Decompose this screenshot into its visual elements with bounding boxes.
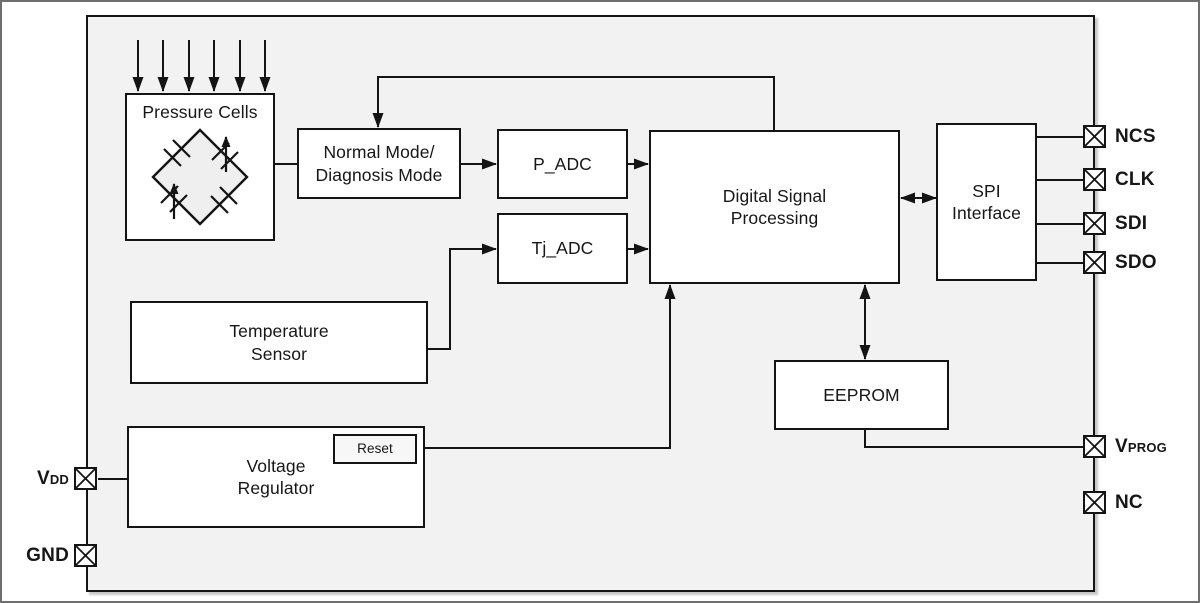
block-temperature-sensor: Temperature Sensor [130, 301, 428, 384]
block-reset-label: Reset [357, 441, 393, 457]
pin-vprog-icon [1083, 435, 1106, 458]
pin-vprog-label: VPROG [1115, 436, 1167, 458]
pin-nc-icon [1083, 491, 1106, 514]
block-pressure-cells: Pressure Cells [125, 93, 275, 241]
pin-sdi-label: SDI [1115, 213, 1148, 234]
block-p-adc: P_ADC [497, 129, 628, 199]
pin-clk-label: CLK [1115, 169, 1155, 190]
pin-vdd-label: VDD [16, 468, 69, 490]
block-tj-adc-label: Tj_ADC [531, 238, 594, 259]
block-temperature-sensor-label: Temperature Sensor [229, 321, 329, 364]
pin-gnd-label: GND [26, 545, 69, 566]
block-reset: Reset [333, 434, 417, 464]
block-spi-interface-label: SPI Interface [952, 180, 1021, 223]
block-dsp-label: Digital Signal Processing [722, 185, 827, 228]
pin-clk-icon [1083, 168, 1106, 191]
block-p-adc-label: P_ADC [533, 153, 592, 174]
pin-sdi-icon [1083, 212, 1106, 235]
pin-vdd-label-main: V [36, 468, 50, 489]
block-spi-interface: SPI Interface [936, 123, 1037, 281]
pin-vdd-icon [74, 467, 97, 490]
pin-vdd-label-sub: DD [49, 472, 69, 487]
block-normal-mode: Normal Mode/ Diagnosis Mode [297, 128, 461, 199]
pin-sdo-label: SDO [1115, 252, 1157, 273]
block-dsp: Digital Signal Processing [649, 130, 900, 284]
pin-ncs-label: NCS [1115, 126, 1156, 147]
block-pressure-cells-label: Pressure Cells [142, 102, 258, 122]
pin-nc-label: NC [1115, 492, 1143, 513]
block-eeprom-label: EEPROM [823, 384, 900, 405]
block-normal-mode-label: Normal Mode/ Diagnosis Mode [315, 142, 443, 185]
block-voltage-regulator-label: Voltage Regulator [237, 455, 315, 498]
pin-vprog-label-sub: PROG [1127, 440, 1167, 455]
pin-gnd-icon [74, 544, 97, 567]
pin-sdo-icon [1083, 251, 1106, 274]
wheatstone-bridge-icon [151, 128, 249, 227]
pin-ncs-icon [1083, 125, 1106, 148]
pin-vprog-label-main: V [1115, 436, 1128, 457]
block-eeprom: EEPROM [774, 360, 949, 430]
block-tj-adc: Tj_ADC [497, 213, 628, 284]
